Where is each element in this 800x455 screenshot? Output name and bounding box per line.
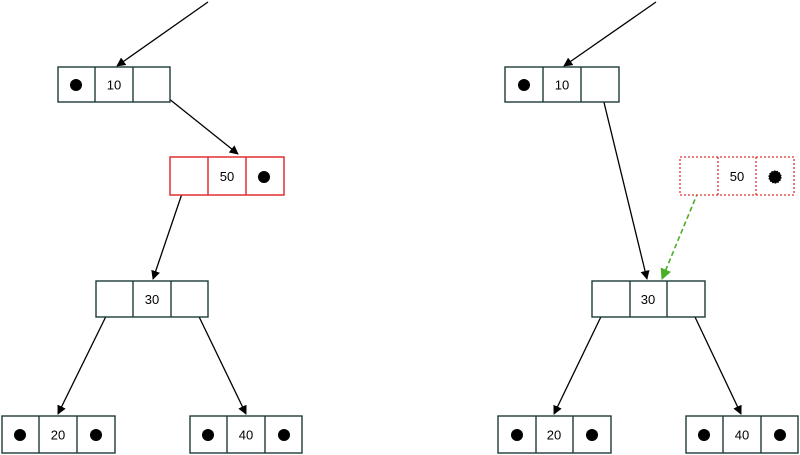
right-removed-node: 50 <box>679 156 795 196</box>
right-root-node: 10 <box>504 66 620 103</box>
node-value: 10 <box>107 78 121 93</box>
left-tree: 10 50 30 20 <box>1 1 303 454</box>
right-leaf-right-node: 40 <box>685 415 799 454</box>
left-leaf-right-node: 40 <box>189 415 303 454</box>
null-pointer-dot <box>70 79 82 91</box>
node-value: 20 <box>51 428 65 443</box>
node-value: 40 <box>735 428 749 443</box>
node-value: 40 <box>239 428 253 443</box>
null-pointer-dot <box>511 429 523 441</box>
null-pointer-dot <box>14 429 26 441</box>
left-leaf-left-node: 20 <box>1 415 116 454</box>
null-pointer-dot <box>698 429 710 441</box>
node-value: 20 <box>547 428 561 443</box>
left-root-node: 10 <box>57 66 171 103</box>
null-pointer-dot <box>278 429 290 441</box>
right-incoming-edge <box>563 1 657 67</box>
node-value: 50 <box>220 169 234 184</box>
node-value: 10 <box>555 78 569 93</box>
left-incoming-edge <box>116 1 209 67</box>
right-leaf-left-node: 20 <box>497 415 612 454</box>
left-removed-node: 50 <box>169 156 285 196</box>
right-middle-node: 30 <box>591 280 706 318</box>
right-edge-root-to-middle <box>599 85 650 280</box>
null-pointer-dot <box>768 170 782 184</box>
node-value: 30 <box>641 292 655 307</box>
null-pointer-dot <box>202 429 214 441</box>
null-pointer-dot <box>586 429 598 441</box>
left-middle-node: 30 <box>95 280 209 318</box>
null-pointer-dot <box>258 171 270 183</box>
null-pointer-dot <box>90 429 102 441</box>
node-value: 50 <box>730 169 744 184</box>
right-tree: 10 50 30 20 <box>497 1 799 454</box>
null-pointer-dot <box>774 429 786 441</box>
null-pointer-dot <box>518 79 530 91</box>
node-value: 30 <box>145 292 159 307</box>
right-new-edge-removed-to-middle <box>660 191 699 281</box>
